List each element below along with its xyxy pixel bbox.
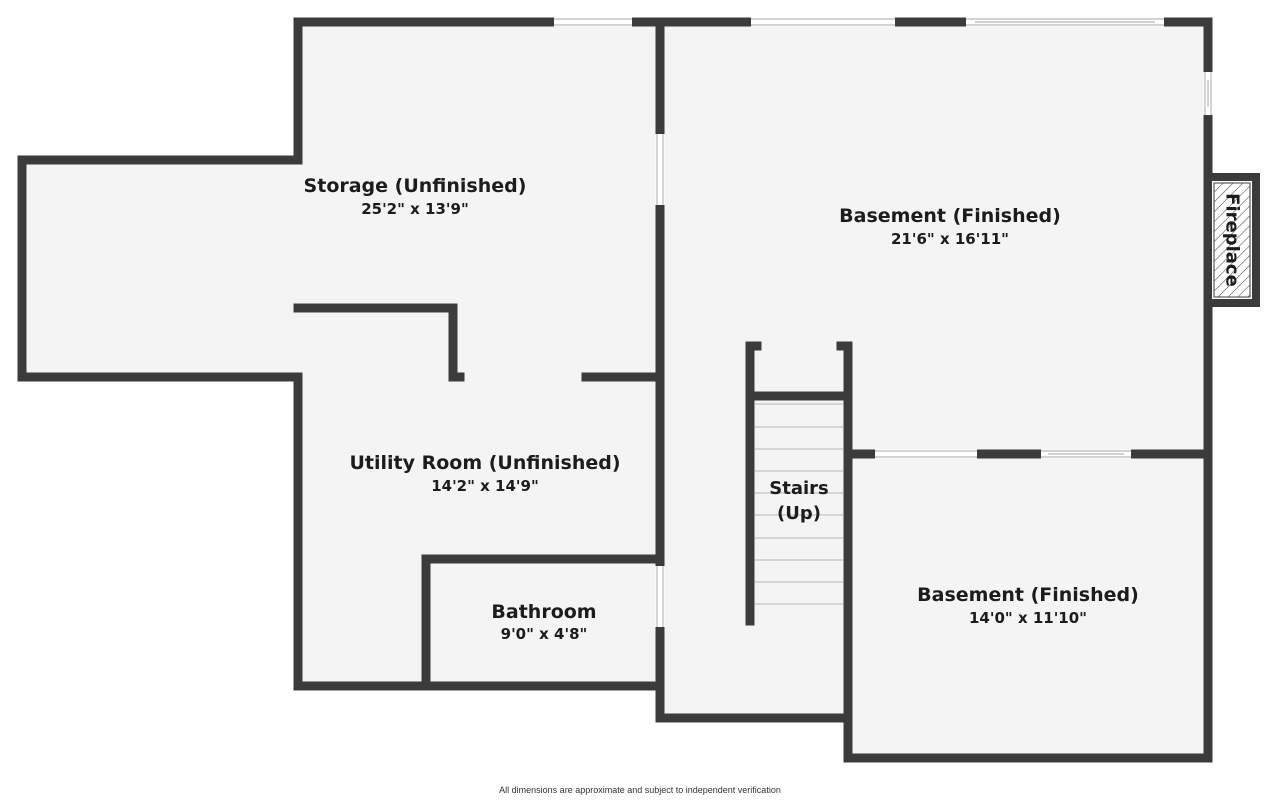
fireplace: Fireplace — [1204, 173, 1260, 307]
room-dims-storage: 25'2" x 13'9" — [361, 200, 469, 218]
stairs-label-line1: Stairs — [769, 478, 828, 499]
floor-utility — [298, 308, 660, 686]
room-name-basement-small: Basement (Finished) — [917, 584, 1139, 606]
floor-basement-main — [660, 22, 1208, 718]
room-name-basement-main: Basement (Finished) — [839, 205, 1061, 227]
room-name-bathroom: Bathroom — [491, 601, 596, 623]
room-dims-utility: 14'2" x 14'9" — [431, 477, 539, 495]
room-dims-bathroom: 9'0" x 4'8" — [501, 625, 588, 643]
fireplace-hatch — [1213, 182, 1251, 298]
disclaimer-text: All dimensions are approximate and subje… — [499, 785, 781, 795]
fireplace-label: Fireplace — [1222, 193, 1243, 287]
floor-storage — [22, 22, 660, 377]
room-name-utility: Utility Room (Unfinished) — [349, 452, 620, 474]
floor-areas — [22, 22, 1208, 758]
room-dims-basement-small: 14'0" x 11'10" — [969, 609, 1087, 627]
room-labels: Storage (Unfinished) 25'2" x 13'9" Basem… — [304, 175, 1139, 643]
floor-basement-small — [848, 454, 1208, 758]
stairs-label-line2: (Up) — [777, 503, 821, 524]
stairs: Stairs (Up) — [755, 403, 843, 605]
wall-utility-top — [293, 303, 465, 382]
windows — [554, 17, 1213, 627]
room-dims-basement-main: 21'6" x 16'11" — [891, 230, 1009, 248]
room-name-storage: Storage (Unfinished) — [304, 175, 527, 197]
wall-bathroom — [421, 554, 665, 691]
